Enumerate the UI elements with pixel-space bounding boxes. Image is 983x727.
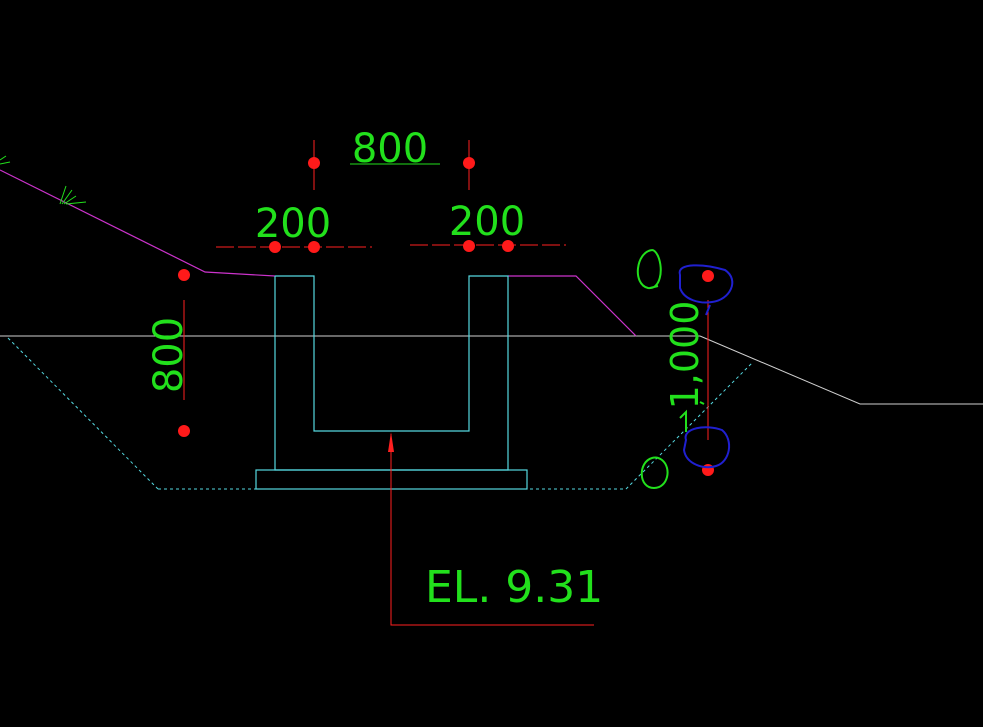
grip-point[interactable] (502, 240, 514, 252)
dimension-text-top-width: 800 (352, 126, 428, 172)
dimension-text-left-wall: 200 (255, 201, 331, 247)
dimension-text-left-height: 800 (146, 317, 192, 393)
right-ground-line (699, 335, 983, 405)
markup-annotation (636, 249, 705, 490)
dimension-text-right-wall: 200 (449, 199, 525, 245)
grip-point[interactable] (178, 269, 190, 281)
elevation-label: EL. 9.31 (425, 562, 603, 613)
grip-point[interactable] (269, 241, 281, 253)
elevation-leader (388, 432, 594, 626)
excavation-outline (7, 337, 753, 490)
ground-reference-lines (0, 335, 983, 405)
grip-point[interactable] (308, 157, 320, 169)
grip-point[interactable] (178, 425, 190, 437)
grip-point[interactable] (702, 270, 714, 282)
dimension-text-right-height: 1,000 (663, 301, 707, 410)
right-slope-line (508, 275, 637, 337)
grip-point[interactable] (463, 240, 475, 252)
dimension-lines (183, 140, 709, 440)
markup-annotation (678, 264, 734, 469)
left-slope-line (0, 169, 276, 277)
grip-point[interactable] (463, 157, 475, 169)
grip-point-icon[interactable] (178, 157, 714, 476)
grass-tuft-icon (0, 155, 87, 205)
existing-ground-slope (0, 169, 637, 337)
grip-point[interactable] (702, 464, 714, 476)
grip-point[interactable] (308, 241, 320, 253)
